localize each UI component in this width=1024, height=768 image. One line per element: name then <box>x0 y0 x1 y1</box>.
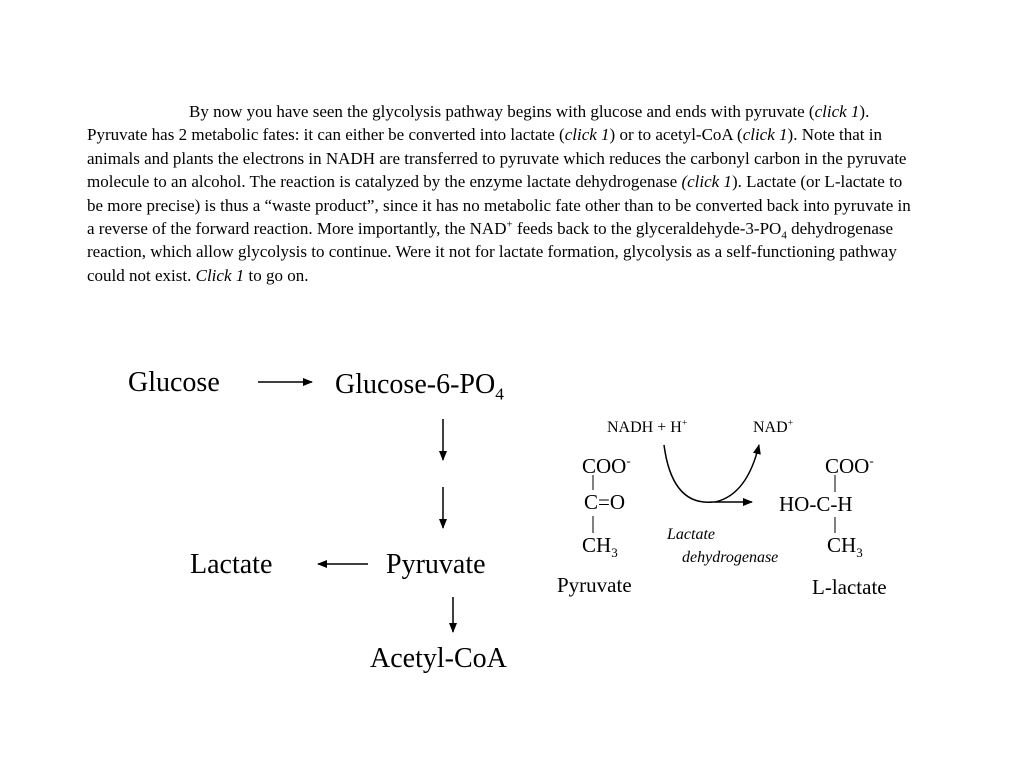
lactate-hydroxyl-carbon: HO-C-H <box>779 492 853 516</box>
cofactor-nadh: NADH + H+ <box>607 417 688 436</box>
cofactor-label: NADH + H <box>607 419 682 436</box>
superscript: + <box>787 417 794 429</box>
para-text: By now you have seen the glycolysis path… <box>189 102 815 121</box>
arrow-to-nad <box>714 444 761 503</box>
cofactor-nad: NAD+ <box>753 417 794 436</box>
enzyme-label: Lactate dehydrogenase <box>667 523 778 569</box>
node-glucose-6-po4: Glucose-6-PO4 <box>335 369 504 403</box>
node-pyruvate: Pyruvate <box>386 549 486 580</box>
para-text: ) or to acetyl-CoA ( <box>609 125 743 145</box>
para-text: ). Note that in animals and plants the e… <box>87 125 907 192</box>
click-hint: click 1 <box>742 125 788 145</box>
subscript: 4 <box>495 384 504 404</box>
node-acetyl-coa: Acetyl-CoA <box>370 643 507 674</box>
para-text: to go on. <box>244 265 309 285</box>
superscript: + <box>681 417 688 429</box>
subscript: 3 <box>856 545 863 561</box>
enzyme-line1: Lactate <box>667 526 715 543</box>
enzyme-line2: dehydrogenase <box>682 549 779 566</box>
lactate-name: L-lactate <box>812 575 887 599</box>
lactate-methyl: CH3 <box>827 533 863 560</box>
node-label: Glucose-6-PO <box>335 369 496 400</box>
subscript: 3 <box>611 545 618 561</box>
click-hint: (click 1 <box>681 172 732 192</box>
lactate-carboxylate: COO- <box>825 453 874 478</box>
click-hint: click 1 <box>814 102 860 121</box>
intro-paragraph: By now you have seen the glycolysis path… <box>87 100 912 287</box>
superscript: - <box>626 453 631 468</box>
arrow-reaction-main <box>663 444 753 506</box>
group-label: CH <box>582 533 612 557</box>
para-text: feeds back to the glyceraldehyde-3-PO <box>512 219 782 239</box>
group-label: CH <box>827 533 857 557</box>
superscript: - <box>869 453 874 468</box>
node-glucose: Glucose <box>128 367 220 398</box>
pyruvate-carbonyl: C=O <box>584 490 626 514</box>
group-label: COO <box>582 454 627 478</box>
subscript: 4 <box>781 229 787 242</box>
node-lactate: Lactate <box>190 549 273 580</box>
cofactor-label: NAD <box>753 419 788 436</box>
pyruvate-carboxylate: COO- <box>582 453 631 478</box>
para-text: dehydrogenase reaction, which allow glyc… <box>87 219 897 285</box>
group-label: COO <box>825 454 870 478</box>
superscript: + <box>506 218 513 231</box>
para-text: ). Lactate (or L-lactate to be more prec… <box>87 172 911 239</box>
click-hint: click 1 <box>564 125 610 145</box>
para-text: ). Pyruvate has 2 metabolic fates: it ca… <box>87 102 870 145</box>
pyruvate-methyl: CH3 <box>582 533 618 560</box>
pyruvate-name: Pyruvate <box>557 573 632 597</box>
click-hint: Click 1 <box>195 265 245 285</box>
